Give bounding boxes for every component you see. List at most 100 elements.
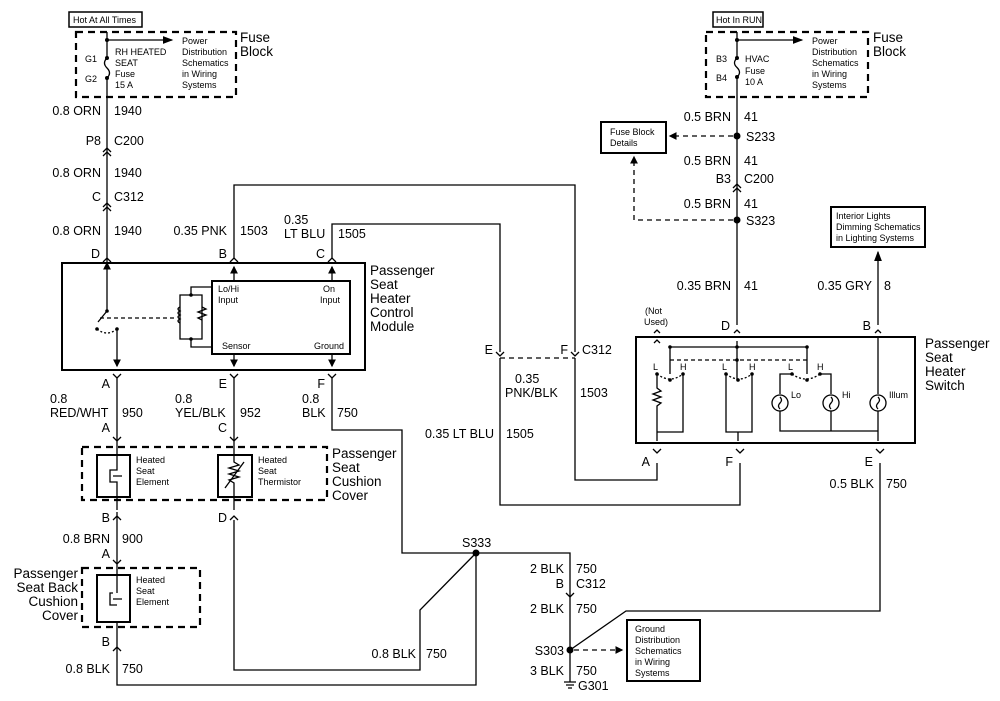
wire-label: 0.35 LT BLU [425, 427, 494, 441]
fuse-block-label: Fuse [873, 30, 903, 45]
hot-at-all-times-label: Hot At All Times [73, 15, 137, 25]
fuse-name: 10 A [745, 77, 763, 87]
details-ref-text: Fuse Block [610, 127, 655, 137]
right-feed: 0.5 BRN 41 S233 Fuse Block Details 0.5 B… [600, 110, 926, 325]
pin-b: B [219, 247, 227, 261]
left-feed-labels: 0.8 ORN 1940 P8 C200 0.8 ORN 1940 C C312… [52, 104, 144, 238]
contact-h: H [817, 362, 824, 372]
wire-label: 0.8 BRN [63, 532, 110, 546]
contact-h: H [749, 362, 756, 372]
seat-cushion-cover: A C Heated Seat Element Heated Seat Ther… [80, 421, 397, 525]
circuit-number: 750 [886, 477, 907, 491]
heating-element-icon [109, 441, 122, 510]
ground-ref-text: in Wiring [635, 657, 670, 667]
pin-e: E [219, 377, 227, 391]
circuit-number: 950 [122, 406, 143, 420]
power-ref-text: Schematics [182, 58, 229, 68]
wire-label: 0.8 BLK [66, 662, 111, 676]
switch-name: Heater [925, 364, 966, 379]
splice-s333 [472, 549, 480, 557]
seat-back-name: Cover [42, 608, 79, 623]
circuit-number: 750 [337, 406, 358, 420]
resistor-icon [651, 374, 684, 441]
pin-d: D [721, 319, 730, 333]
circuit-number: 952 [240, 406, 261, 420]
pin-f: F [725, 455, 733, 469]
seat-back-name: Seat Back [16, 580, 78, 595]
wire-label: 0.5 BRN [684, 154, 731, 168]
power-ref-text: Systems [812, 80, 847, 90]
wire-label: 0.35 BRN [677, 279, 731, 293]
wire-label: 0.35 PNK [173, 224, 227, 238]
switch-name: Passenger [925, 336, 990, 351]
dimming-ref-text: Interior Lights [836, 211, 891, 221]
c312-middle-connector: E F C312 0.35 PNK/BLK 1503 0.35 LT BLU 1… [425, 343, 741, 506]
pin-b: B [863, 319, 871, 333]
pin-a: A [102, 547, 111, 561]
splice-label: S303 [535, 644, 564, 658]
power-ref-text: in Wiring [182, 69, 217, 79]
dimming-ref-text: in Lighting Systems [836, 233, 915, 243]
circuit-number: 41 [744, 279, 758, 293]
contact-l: L [788, 362, 793, 372]
circuit-number: 41 [744, 154, 758, 168]
power-ref-text: Distribution [812, 47, 857, 57]
ground-distribution-ref-box[interactable] [626, 619, 701, 682]
circuit-number: 1503 [580, 386, 608, 400]
wire-label: 0.5 BRN [684, 110, 731, 124]
connector-id: C312 [114, 190, 144, 204]
cushion-name: Cover [332, 488, 369, 503]
dimming-ref-box[interactable] [830, 206, 926, 248]
module-name: Control [370, 305, 414, 320]
not-used-label: Used) [644, 317, 668, 327]
fuse-name: HVAC [745, 54, 770, 64]
wire-label: 0.8 [50, 392, 67, 406]
ground-ref-text: Schematics [635, 646, 682, 656]
power-ref-text: Systems [182, 80, 217, 90]
on-input-label: Input [320, 295, 341, 305]
ground-label: Ground [314, 341, 344, 351]
fuse-block-details-ref-box[interactable] [600, 121, 667, 154]
wire-label: 0.5 BRN [684, 197, 731, 211]
circuit-number: 750 [576, 602, 597, 616]
connector-pin: B3 [716, 172, 731, 186]
sensor-label: Sensor [222, 341, 251, 351]
wire-label: LT BLU [284, 227, 325, 241]
dimming-ref-text: Dimming Schematics [836, 222, 921, 232]
wire-label: 2 BLK [530, 602, 565, 616]
fuse-block-label: Block [240, 44, 273, 59]
cushion-name: Cushion [332, 474, 382, 489]
pin-e: E [485, 343, 493, 357]
wire-label: 0.8 [175, 392, 192, 406]
wire-label: 3 BLK [530, 664, 565, 678]
on-input-label: On [323, 284, 335, 294]
circuit-number: 8 [884, 279, 891, 293]
details-ref-text: Details [610, 138, 638, 148]
power-ref-text: Distribution [182, 47, 227, 57]
ground-ref-text: Systems [635, 668, 670, 678]
splice-s233 [733, 132, 741, 140]
thermistor-label: Heated [258, 455, 287, 465]
fuse-block-label: Block [873, 44, 906, 59]
lamp-hi-label: Hi [842, 390, 851, 400]
wire-label: BLK [302, 406, 326, 420]
splice-label: S333 [462, 536, 491, 550]
pin-f: F [317, 377, 325, 391]
lamp-icons [771, 394, 887, 412]
splice-label: S323 [746, 214, 775, 228]
element-label: Heated [136, 455, 165, 465]
connector-pin: B [556, 577, 564, 591]
fuse-terminal: B3 [716, 54, 727, 64]
connector-icon [102, 147, 112, 157]
element-label: Element [136, 597, 170, 607]
pin-a: A [102, 377, 111, 391]
wire-label: 0.35 [515, 372, 539, 386]
fuse-block-label: Fuse [240, 30, 270, 45]
lohi-input-label: Lo/Hi [218, 284, 239, 294]
wire-label: 0.5 BLK [830, 477, 875, 491]
contact-l: L [722, 362, 727, 372]
connector-id: C200 [114, 134, 144, 148]
lohi-input-label: Input [218, 295, 239, 305]
circuit-number: 750 [122, 662, 143, 676]
